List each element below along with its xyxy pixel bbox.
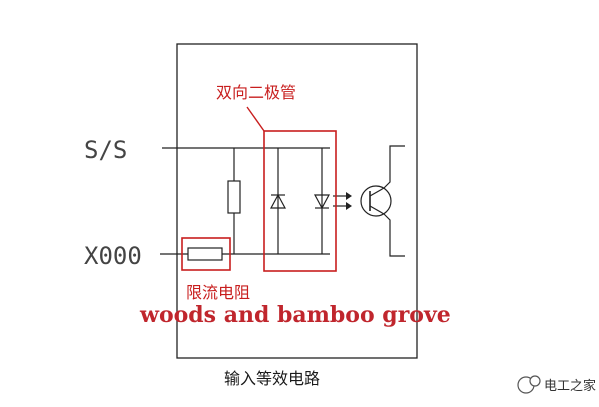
current-limit-resistor-highlight [181,237,231,271]
terminal-label-ss: S/S [84,136,127,164]
current-limit-resistor [187,247,223,261]
bidirectional-diode-highlight [263,130,337,272]
brand-bubble-icon-small [529,375,541,387]
diode-down-icon [313,194,331,210]
bidirectional-diode-leader [246,106,265,132]
phototransistor-icon [360,185,392,217]
watermark-text: woods and bamboo grove [139,302,451,328]
terminal-label-x000: X000 [84,242,142,270]
brand-logo: 电工之家 [517,375,596,394]
phototransistor-emitter [369,205,385,215]
emission-arrowhead-1 [346,192,352,200]
output-lead-top [383,145,405,189]
module-outline-box [176,43,418,359]
output-lead-bottom [383,213,405,257]
diagram-caption: 输入等效电路 [224,369,320,388]
bidirectional-diode-label: 双向二极管 [216,83,296,102]
current-limit-resistor-label: 限流电阻 [186,283,250,302]
brand-name: 电工之家 [544,378,596,394]
diode-up-icon [269,193,287,209]
shunt-resistor [227,180,241,214]
phototransistor-collector [369,187,385,197]
emission-arrowhead-2 [346,202,352,210]
